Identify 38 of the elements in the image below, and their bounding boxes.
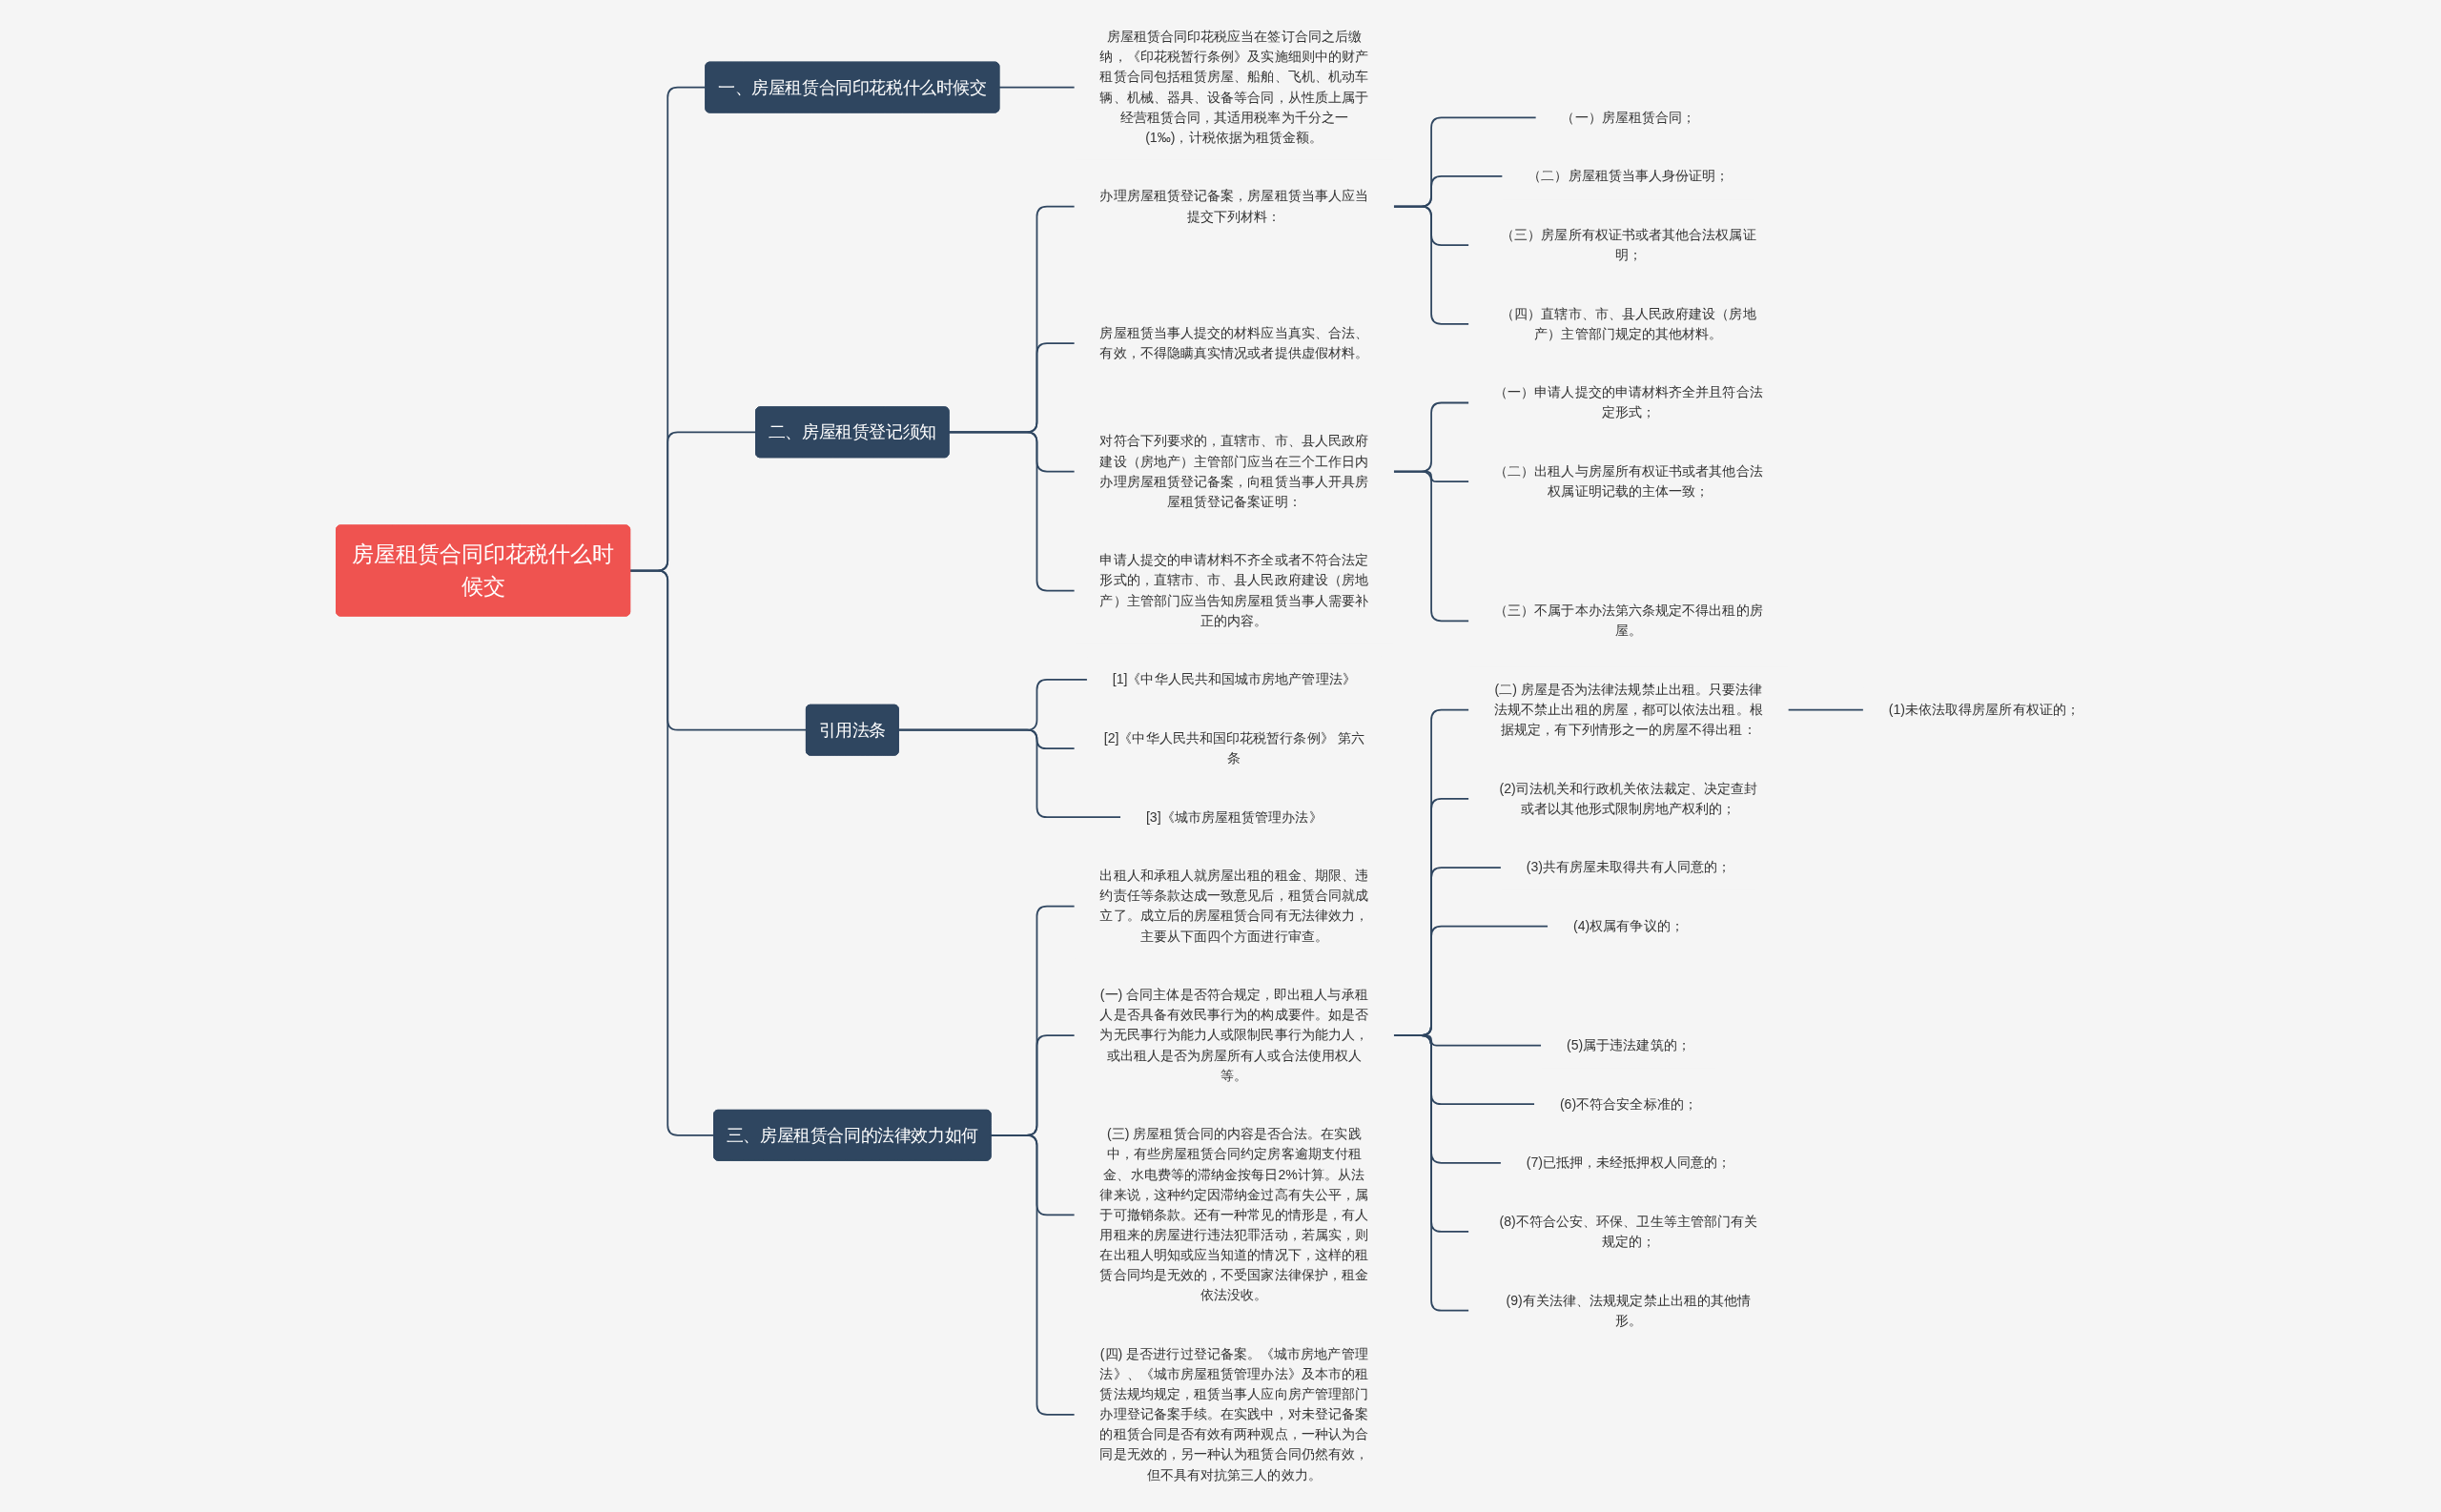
node-text: （一）房屋租赁合同；: [1561, 110, 1696, 125]
node-text: 申请人提交的申请材料不齐全或者不符合法定形式的，直辖市、市、县人民政府建设（房地产）主管部门应当告知房屋租赁当事人需要补正的内容。: [1099, 553, 1369, 628]
node-text: 房屋租赁合同印花税应当在签订合同之后缴纳，《印花税暂行条例》及实施细则中的财产租赁合同包括租赁房屋、船舶、飞机、机动车辆、机械、器具、设备等合同，从性质上属于经营租赁合同，其适用税率为千分之一(1‰)，计税依据为租赁金额。: [1099, 29, 1369, 145]
node-text: 出租人和承租人就房屋出租的租金、期限、违约责任等条款达成一致意见后，租赁合同就成立了。成立后的房屋租赁合同有无法律效力，主要从下面四个方面进行审查。: [1099, 868, 1369, 944]
node-text: (9)有关法律、法规规定禁止出租的其他情形。: [1506, 1293, 1752, 1328]
node-text: （一）申请人提交的申请材料齐全并且符合法定形式；: [1494, 385, 1763, 420]
node-text: （三）不属于本办法第六条规定不得出租的房屋。: [1494, 603, 1763, 638]
node-text: (5)属于违法建筑的；: [1566, 1037, 1691, 1052]
node-text: 办理房屋租赁登记备案，房屋租赁当事人应当提交下列材料：: [1099, 189, 1369, 224]
node-text: [1]《中华人民共和国城市房地产管理法》: [1112, 672, 1356, 686]
connector: [1392, 1034, 1470, 1312]
node-text: (三) 房屋租赁合同的内容是否合法。在实践中，有些房屋租赁合同约定房客逾期支付租金、水电费等的滞纳金按每日2%计算。从法律来说，这种约定因滞纳金过高有失公平，属于可撤销条款。还有一种常见的情形是，有人用租来的房屋进行违法犯罪活动，若属实，则在出租人明知或应当知道的情况下，这样的租赁合同均是无效的，不受国家法律保护，租金依法没收。: [1099, 1126, 1369, 1302]
node-text: (一) 合同主体是否符合规定，即出租人与承租人是否具备有效民事行为的构成要件。如是否为无民事行为能力人或限制民事行为能力人，或出租人是否为房屋所有人或合法使用权人等。: [1099, 987, 1369, 1083]
node-text: (2)司法机关和行政机关依法裁定、决定查封或者以其他形式限制房地产权利的；: [1499, 781, 1758, 816]
node-text: (7)已抵押，未经抵押权人同意的；: [1526, 1154, 1732, 1170]
connector: [1787, 708, 1865, 711]
node-text: (4)权属有争议的；: [1573, 918, 1684, 933]
connector: [1392, 205, 1470, 325]
node-text: (6)不符合安全标准的；: [1559, 1096, 1697, 1112]
node-text: (1)未依法取得房屋所有权证的；: [1888, 702, 2080, 717]
connector: [1392, 470, 1470, 623]
connector: [897, 728, 1122, 819]
node-text: （三）房屋所有权证书或者其他合法权属证明；: [1501, 227, 1756, 262]
connector: [948, 431, 1076, 592]
node-text: 房屋租赁当事人提交的材料应当真实、合法、有效，不得隐瞒真实情况或者提供虚假材料。: [1099, 325, 1369, 360]
node-text: (四) 是否进行过登记备案。《城市房地产管理法》、《城市房屋租赁管理办法》及本市的租赁法规均规定，租赁当事人应向房产管理部门办理登记备案手续。在实践中，对未登记备案的租赁合同是否有效有两种观点，一种认为合同是无效的，另一种认为租赁合同仍然有效，但不具有对抗第三人的效力。: [1099, 1346, 1369, 1482]
connector: [997, 86, 1076, 89]
node-text: （二）出租人与房屋所有权证书或者其他合法权属证明记载的主体一致；: [1494, 463, 1763, 499]
node-text: （四）直辖市、市、县人民政府建设（房地产）主管部门规定的其他材料。: [1501, 306, 1756, 341]
node-text: [2]《中华人民共和国印花税暂行条例》 第六条: [1103, 730, 1364, 766]
node-text: (3)共有房屋未取得共有人同意的；: [1526, 860, 1732, 875]
connector: [628, 569, 715, 1136]
connector: [990, 1134, 1076, 1416]
node-text: (二) 房屋是否为法律法规禁止出租。只要法律法规不禁止出租的房屋，都可以依法出租。根据规定，有下列情形之一的房屋不得出租：: [1494, 682, 1763, 737]
node-text: 对符合下列要求的，直辖市、市、县人民政府建设（房地产）主管部门应当在三个工作日内办理房屋租赁登记备案，向租赁当事人开具房屋租赁登记备案证明：: [1099, 434, 1369, 509]
node-text: （二）房屋租赁当事人身份证明；: [1528, 168, 1730, 183]
node-text: [3]《城市房屋租赁管理办法》: [1145, 809, 1323, 825]
node-text: (8)不符合公安、环保、卫生等主管部门有关规定的；: [1499, 1214, 1758, 1249]
